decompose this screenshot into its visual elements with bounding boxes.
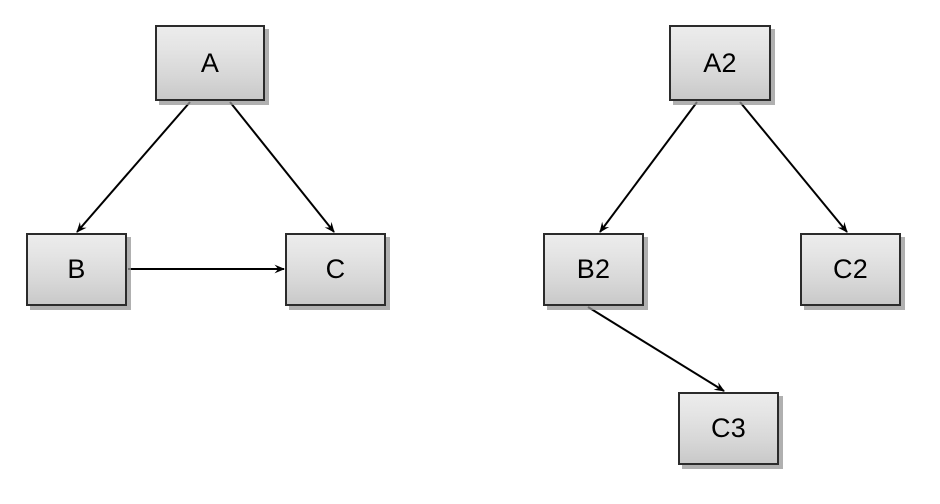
node-c3-label: C3: [711, 413, 746, 443]
node-c2[interactable]: C2: [800, 233, 901, 306]
node-a[interactable]: A: [155, 25, 265, 101]
edge-group: [76, 101, 848, 392]
node-c2-label: C2: [833, 254, 868, 284]
node-b[interactable]: B: [26, 233, 127, 306]
node-c3[interactable]: C3: [678, 392, 779, 465]
edge-a-to-c: [229, 101, 335, 233]
node-b-label: B: [67, 254, 86, 284]
node-c[interactable]: C: [285, 233, 386, 306]
node-a2[interactable]: A2: [669, 25, 771, 101]
node-b2-label: B2: [576, 254, 611, 284]
edge-b2-to-c3: [587, 306, 725, 392]
edge-a2-to-b2: [599, 101, 698, 233]
node-a-label: A: [200, 47, 220, 78]
edge-a-to-b: [76, 101, 191, 233]
node-a2-label: A2: [703, 47, 737, 78]
node-b2[interactable]: B2: [543, 233, 644, 306]
node-c-label: C: [325, 254, 346, 284]
edge-a2-to-c2: [739, 101, 848, 233]
